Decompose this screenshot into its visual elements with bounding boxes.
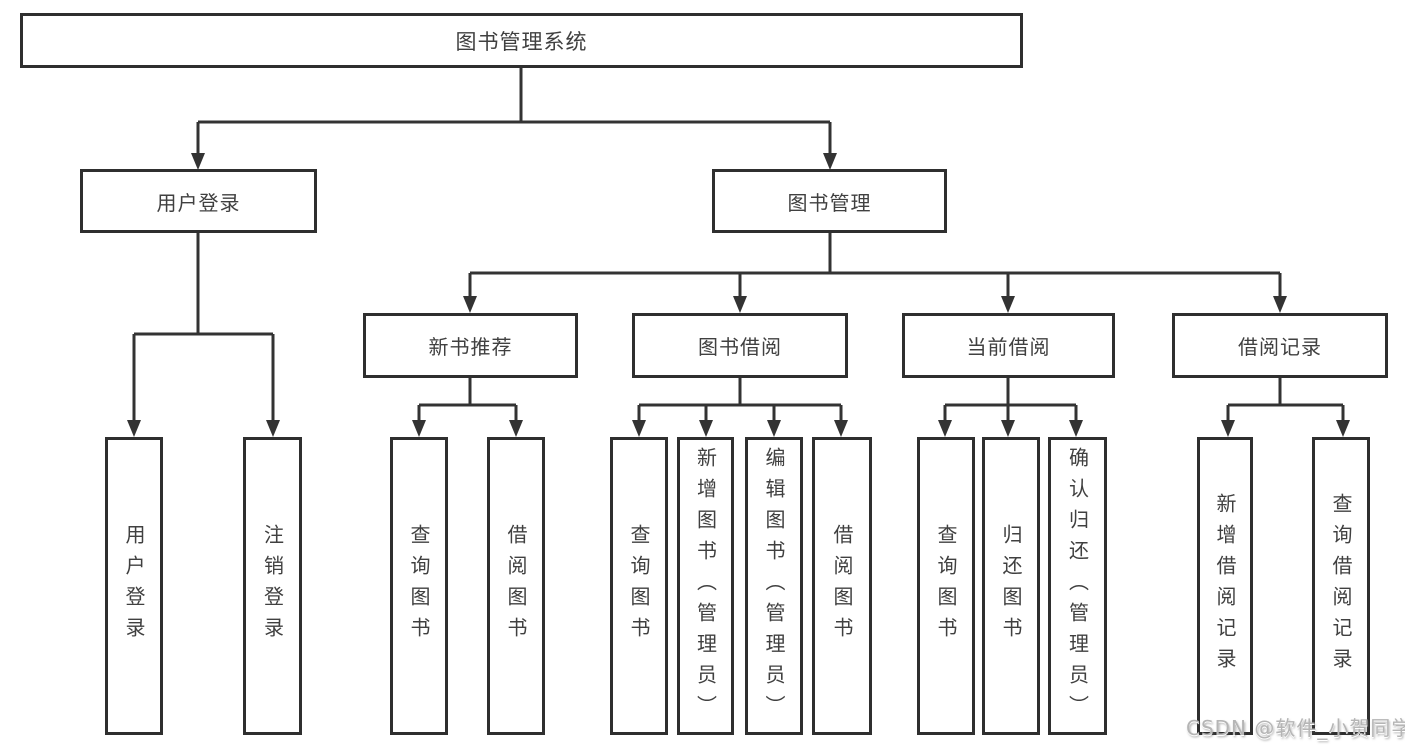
leaf-return-book: 归还图书: [982, 437, 1040, 735]
leaf-borrow-books-borrowing: 借阅图书: [812, 437, 872, 735]
node-label: 当前借阅: [966, 335, 1051, 359]
node-label: 注销登录: [260, 524, 285, 648]
node-library-management-system: 图书管理系统: [20, 13, 1023, 68]
node-new-book-recommendation: 新书推荐: [363, 313, 578, 378]
node-borrowing-records: 借阅记录: [1172, 313, 1388, 378]
node-label: 查询借阅记录: [1329, 493, 1353, 679]
node-label: 编辑图书（管理员）: [762, 446, 786, 726]
node-label: 用户登录: [122, 524, 146, 648]
leaf-borrow-books-recommend: 借阅图书: [487, 437, 545, 735]
node-label: 借阅图书: [830, 524, 854, 648]
node-label: 确认归还（管理员）: [1065, 446, 1090, 726]
leaf-query-books-current: 查询图书: [917, 437, 975, 735]
node-label: 图书管理: [787, 190, 872, 215]
node-label: 查询图书: [934, 524, 958, 648]
leaf-add-borrow-record: 新增借阅记录: [1197, 437, 1253, 735]
node-label: 归还图书: [999, 524, 1023, 648]
node-label: 新书推荐: [428, 335, 513, 359]
leaf-query-books-recommend: 查询图书: [390, 437, 448, 735]
node-label: 用户登录: [156, 190, 241, 215]
node-label: 查询图书: [627, 524, 651, 648]
node-label: 借阅记录: [1238, 335, 1322, 359]
leaf-query-borrow-record: 查询借阅记录: [1312, 437, 1370, 735]
node-label: 图书借阅: [698, 335, 782, 359]
node-label: 新增借阅记录: [1213, 493, 1237, 679]
node-book-borrowing: 图书借阅: [632, 313, 848, 378]
node-label: 查询图书: [407, 524, 431, 648]
node-user-login: 用户登录: [80, 169, 317, 233]
node-label: 图书管理系统: [455, 29, 588, 54]
leaf-confirm-return-admin: 确认归还（管理员）: [1048, 437, 1107, 735]
csdn-watermark: CSDN @软件_小贺同学: [1186, 716, 1405, 740]
leaf-add-book-admin: 新增图书（管理员）: [677, 437, 734, 735]
leaf-logout: 注销登录: [243, 437, 302, 735]
leaf-query-books-borrowing: 查询图书: [610, 437, 668, 735]
node-label: 借阅图书: [504, 524, 528, 648]
leaf-user-login: 用户登录: [105, 437, 163, 735]
node-book-management: 图书管理: [712, 169, 947, 233]
node-label: 新增图书（管理员）: [693, 446, 718, 726]
leaf-edit-book-admin: 编辑图书（管理员）: [745, 437, 803, 735]
node-current-borrowing: 当前借阅: [902, 313, 1115, 378]
